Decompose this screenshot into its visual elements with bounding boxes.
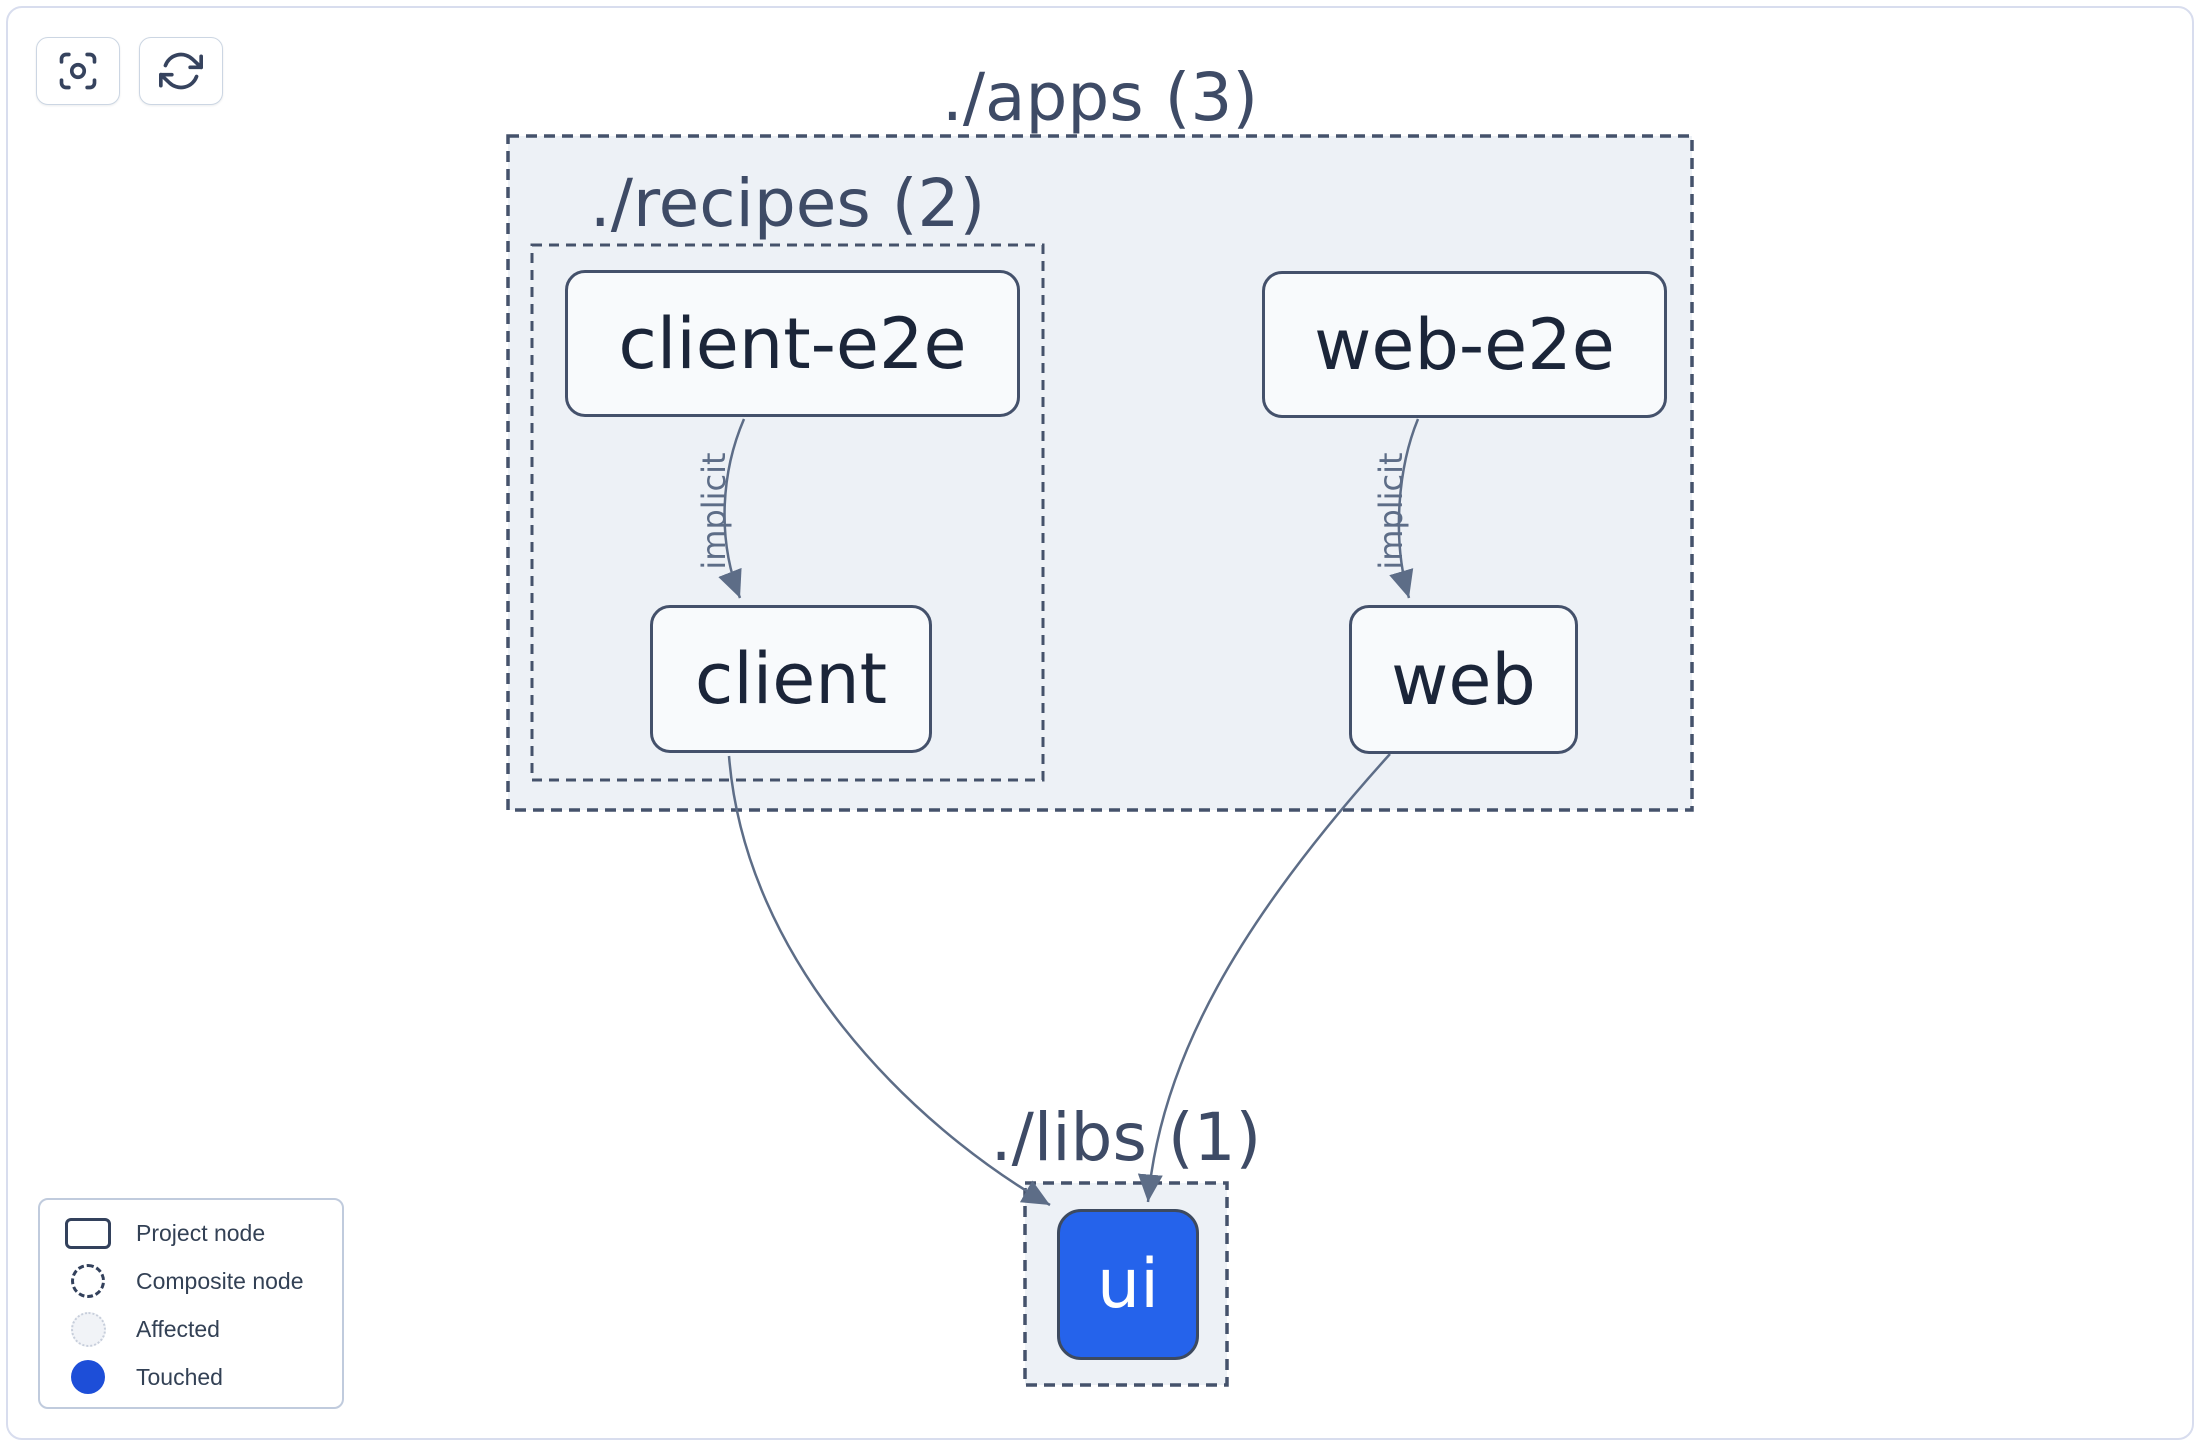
legend-label: Affected (136, 1315, 220, 1342)
node-client[interactable]: client (650, 605, 932, 753)
project-node-swatch (65, 1217, 111, 1249)
node-ui-touched[interactable]: ui (1057, 1209, 1199, 1360)
composite-node-swatch (71, 1264, 105, 1298)
legend-item-project-node: Project node (65, 1209, 342, 1257)
legend-item-touched: Touched (65, 1353, 342, 1401)
edge-label-implicit-client: implicit (695, 452, 733, 570)
legend-label: Project node (136, 1219, 266, 1246)
refresh-button[interactable] (139, 37, 223, 105)
group-label-libs[interactable]: ./libs (1) (990, 1099, 1262, 1176)
node-web[interactable]: web (1349, 605, 1578, 754)
legend-item-affected: Affected (65, 1305, 342, 1353)
edge-label-implicit-web: implicit (1372, 452, 1410, 570)
legend-panel: Project node Composite node Affected Tou… (38, 1198, 344, 1409)
affected-swatch (70, 1311, 106, 1347)
node-web-e2e[interactable]: web-e2e (1262, 271, 1667, 418)
graph-toolbar (36, 37, 223, 105)
edge-client-to-ui[interactable] (727, 755, 1051, 1207)
refresh-icon (159, 52, 203, 90)
edge-client-e2e-to-client[interactable] (718, 418, 746, 599)
group-label-apps[interactable]: ./apps (3) (941, 59, 1259, 136)
center-graph-button[interactable] (36, 37, 120, 105)
edge-web-to-ui[interactable] (1137, 753, 1391, 1203)
edge-web-e2e-to-web[interactable] (1389, 418, 1420, 599)
legend-label: Composite node (136, 1267, 304, 1294)
focus-icon (59, 52, 97, 90)
group-label-recipes[interactable]: ./recipes (2) (589, 165, 986, 242)
node-client-e2e[interactable]: client-e2e (565, 270, 1020, 417)
legend-label: Touched (136, 1363, 223, 1390)
legend-item-composite-node: Composite node (65, 1257, 342, 1305)
touched-swatch (71, 1360, 105, 1394)
